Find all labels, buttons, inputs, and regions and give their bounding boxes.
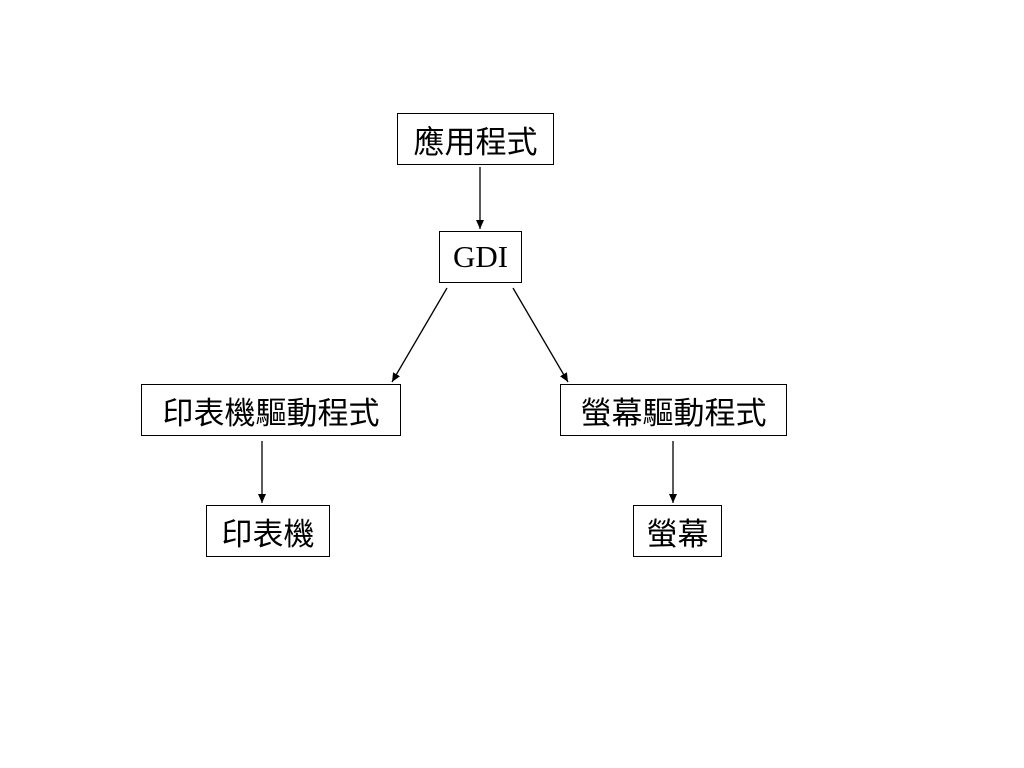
arrow-gdi-to-screen-driver [512,287,569,383]
printer-node: 印表機 [206,505,330,557]
screen-node: 螢幕 [633,505,722,557]
application-node: 應用程式 [397,113,554,165]
screen-label: 螢幕 [646,516,709,553]
screen-driver-label: 螢幕驅動程式 [580,395,767,432]
printer-label: 印表機 [221,516,315,553]
screen-driver-node: 螢幕驅動程式 [560,384,787,436]
gdi-label: GDI [452,239,509,274]
printer-driver-node: 印表機驅動程式 [141,384,401,436]
arrow-gdi-to-printer-driver [391,287,448,383]
gdi-node: GDI [439,231,522,283]
application-label: 應用程式 [413,124,538,161]
printer-driver-label: 印表機驅動程式 [162,395,380,432]
